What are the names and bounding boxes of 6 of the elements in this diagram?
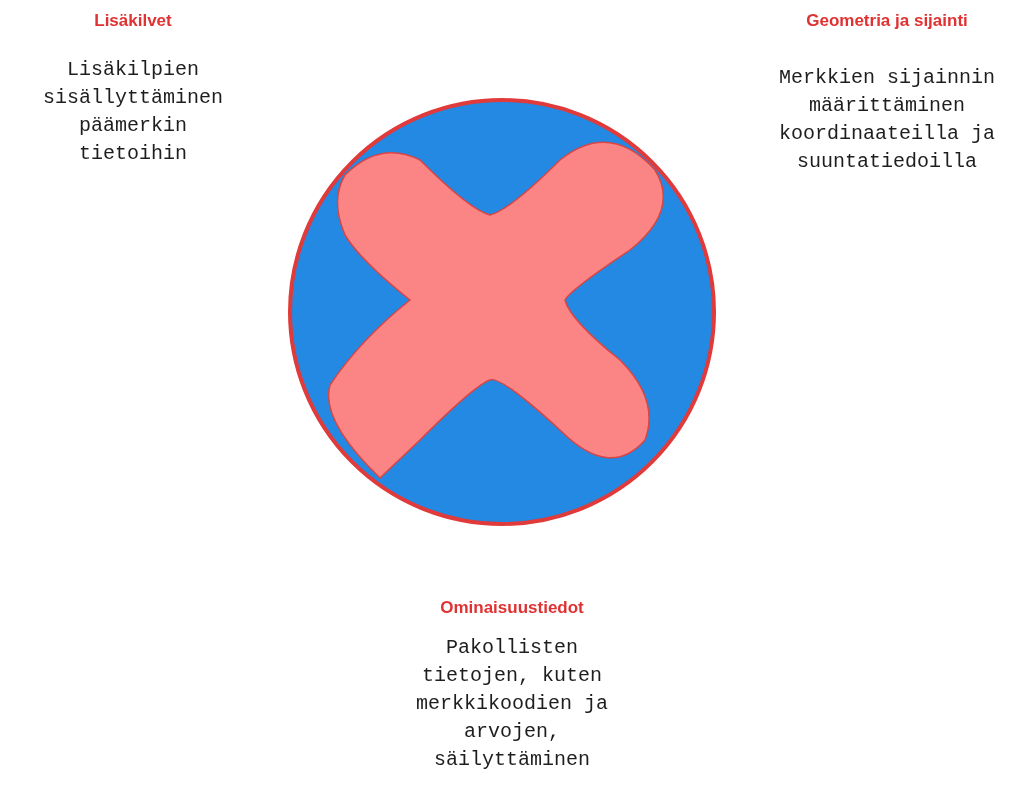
description-text: Merkkien sijainnin määrittäminen koordinaateilla ja suuntatiedoilla	[777, 65, 996, 175]
description-text: Pakollisten tietojen, kuten merkkikoodien ja arvojen, säilyttäminen	[415, 635, 609, 773]
description-text: Lisäkilpien sisällyttäminen päämerkin tietoihin	[42, 57, 224, 167]
section-heading: Lisäkilvet	[94, 10, 172, 32]
section-heading: Ominaisuustiedot	[440, 597, 584, 619]
section-heading: Geometria ja sijainti	[806, 10, 968, 32]
